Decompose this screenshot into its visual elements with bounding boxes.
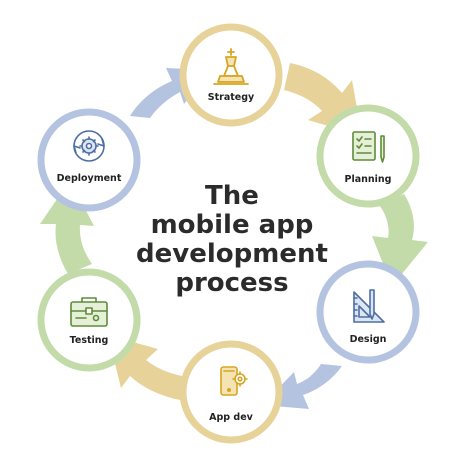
arrow-planning-to-design <box>372 194 428 286</box>
title-line-4: process <box>175 268 288 298</box>
gear-cycle-icon <box>73 130 105 162</box>
set-square-pencil-icon <box>353 289 385 323</box>
stage-planning: Planning <box>316 104 420 208</box>
title-line-1: The <box>205 181 259 211</box>
stage-app-dev: App dev <box>179 340 283 444</box>
title-line-2: mobile app <box>151 210 314 240</box>
stage-label-deployment: Deployment <box>57 173 122 184</box>
stage-ring-deployment <box>37 108 141 212</box>
stage-design: Design <box>316 260 420 364</box>
toolbox-icon <box>70 297 108 327</box>
stage-ring-strategy <box>179 23 283 127</box>
stage-nodes: Strategy Planning <box>37 23 420 444</box>
checklist-pencil-icon <box>352 131 385 163</box>
stage-label-app-dev: App dev <box>209 412 254 423</box>
stage-label-planning: Planning <box>345 174 392 185</box>
title-line-3: development <box>136 239 328 269</box>
chess-knight-icon <box>213 48 249 85</box>
stage-strategy: Strategy <box>179 23 283 127</box>
stage-deployment: Deployment <box>37 108 141 212</box>
stage-testing: Testing <box>37 268 141 372</box>
stage-label-testing: Testing <box>70 335 109 346</box>
smartphone-gear-icon <box>220 366 248 396</box>
stage-label-strategy: Strategy <box>208 92 255 103</box>
stage-label-design: Design <box>350 334 387 345</box>
diagram-title: The mobile app development process <box>136 181 328 298</box>
